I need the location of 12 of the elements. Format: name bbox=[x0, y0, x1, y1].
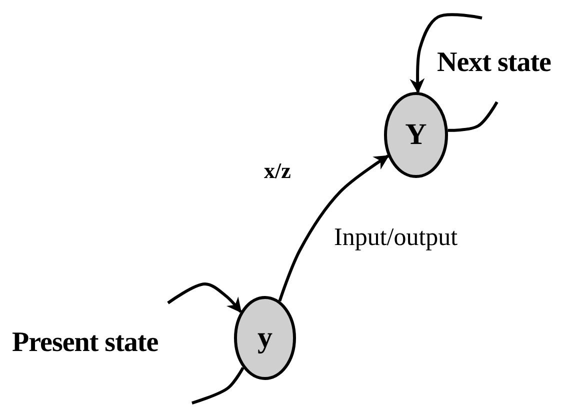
state-circle bbox=[234, 296, 296, 380]
annotation-text: Input/output bbox=[334, 224, 458, 252]
state-caption: Present state bbox=[12, 327, 158, 359]
state-symbol: Y bbox=[405, 118, 427, 152]
state-circle bbox=[384, 92, 448, 178]
state-caption: Next state bbox=[437, 47, 551, 79]
transition-arrow bbox=[278, 154, 390, 302]
transition-line bbox=[192, 366, 244, 404]
transition-line bbox=[448, 101, 498, 132]
transition-arrow bbox=[167, 282, 242, 314]
state-symbol: y bbox=[258, 321, 272, 355]
transition-arrow bbox=[410, 13, 482, 94]
